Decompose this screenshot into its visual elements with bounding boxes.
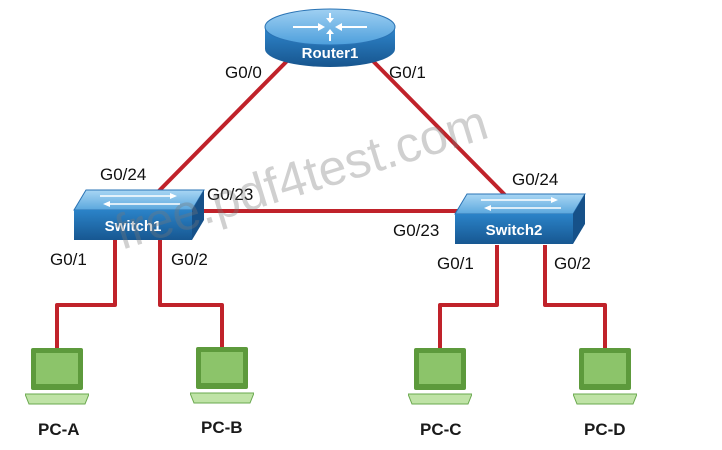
port-switch2-g0-23: G0/23 [393,221,440,240]
port-router-g0-1: G0/1 [389,63,426,82]
pc-b-device[interactable] [189,345,255,407]
switch1-name: Switch1 [104,218,162,235]
port-switch1-g0-1: G0/1 [50,250,87,269]
switch2-name: Switch2 [485,222,543,239]
port-switch1-g0-24: G0/24 [100,165,147,184]
link-switch2-pcc [438,245,499,350]
port-switch2-g0-2: G0/2 [554,254,591,273]
laptop-icon [189,347,255,404]
pc-c-label: PC-C [420,420,462,439]
switch-icon [73,189,205,240]
switch1-device[interactable]: Switch1 [70,188,208,244]
link-router-switch1 [148,56,292,202]
port-switch1-g0-23: G0/23 [207,185,254,204]
link-switch2-pcd [543,245,607,350]
laptop-icon [24,348,90,405]
pc-b-label: PC-B [201,418,243,437]
router1-name: Router1 [301,45,359,62]
pc-c-device[interactable] [407,346,473,408]
link-switch1-pca [55,240,117,350]
link-router-switch2 [368,56,507,197]
switch-icon [454,193,586,244]
port-router-g0-0: G0/0 [225,63,262,82]
pc-a-label: PC-A [38,420,80,439]
link-switch1-pcb [158,240,224,350]
port-switch2-g0-24: G0/24 [512,170,559,189]
router-icon [264,8,396,67]
switch2-device[interactable]: Switch2 [451,192,589,248]
port-switch1-g0-2: G0/2 [171,250,208,269]
router1-device[interactable]: Router1 [263,5,397,69]
pc-d-label: PC-D [584,420,626,439]
port-switch2-g0-1: G0/1 [437,254,474,273]
laptop-icon [572,348,638,405]
laptop-icon [407,348,473,405]
pc-d-device[interactable] [572,346,638,408]
pc-a-device[interactable] [24,346,90,408]
